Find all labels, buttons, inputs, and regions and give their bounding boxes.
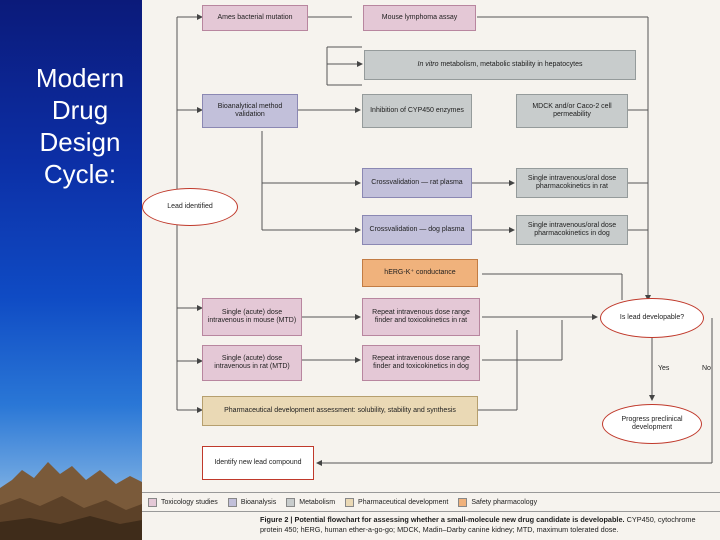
pk-rat-label: Single intravenous/oral dose pharmacokin… [527, 174, 617, 191]
color-legend: Toxicology studies Bioanalysis Metabolis… [142, 492, 720, 512]
pharm-dev-label: Pharmaceutical development assessment: s… [224, 406, 456, 414]
pharm-development-box: Pharmaceutical development assessment: s… [202, 396, 478, 426]
is-developable-label: Is lead developable? [619, 313, 685, 321]
pk-rat-box: Single intravenous/oral dose pharmacokin… [516, 168, 628, 198]
caption-text: CYP450, cytochrome protein 450; hERG, hu… [260, 515, 696, 534]
legend-item-metabolism: Metabolism [286, 497, 336, 507]
in-vitro-emphasis: In vitro [417, 60, 439, 68]
legend-swatch [148, 497, 157, 507]
lead-identified-label: Lead identified [167, 202, 213, 210]
mouse-lymphoma-label: Mouse lymphoma assay [381, 13, 458, 21]
bioanalytical-validation-box: Bioanalytical method validation [202, 94, 298, 128]
legend-label: Toxicology studies [161, 498, 218, 506]
mdck-permeability-box: MDCK and/or Caco-2 cell permeability [516, 94, 628, 128]
legend-item-safety: Safety pharmacology [458, 497, 538, 507]
slide-title-line: Design [39, 127, 121, 157]
identify-new-lead-box: Identify new lead compound [202, 446, 314, 480]
slide-title: Modern Drug Design Cycle: [0, 62, 142, 190]
caption-figure-label: Figure 2 | Potential flowchart for asses… [260, 515, 625, 524]
legend-label: Pharmaceutical development [358, 498, 449, 506]
repeat-dog-label: Repeat intravenous dose range finder and… [372, 354, 470, 371]
progress-preclinical-oval: Progress preclinical development [602, 404, 702, 444]
cyp450-label: Inhibition of CYP450 enzymes [370, 106, 464, 114]
legend-item-toxicology: Toxicology studies [148, 497, 218, 507]
slide-title-line: Drug [51, 95, 109, 125]
legend-label: Safety pharmacology [471, 498, 538, 506]
legend-swatch [286, 497, 296, 507]
legend-swatch [345, 497, 355, 507]
progress-label: Progress preclinical development [621, 415, 683, 432]
legend-label: Bioanalysis [240, 498, 277, 506]
pk-dog-box: Single intravenous/oral dose pharmacokin… [516, 215, 628, 245]
yes-label: Yes [658, 365, 670, 372]
is-developable-oval: Is lead developable? [600, 298, 704, 338]
herg-label: hERG-K⁺ conductance [384, 268, 456, 276]
cross-rat-label: Crossvalidation — rat plasma [371, 178, 463, 186]
legend-swatch [227, 497, 237, 507]
repeat-dose-rat-box: Repeat intravenous dose range finder and… [362, 298, 480, 336]
cyp450-inhibition-box: Inhibition of CYP450 enzymes [362, 94, 472, 128]
mdck-label: MDCK and/or Caco-2 cell permeability [532, 102, 612, 119]
mouse-lymphoma-box: Mouse lymphoma assay [363, 5, 476, 31]
crossvalidation-dog-box: Crossvalidation — dog plasma [362, 215, 472, 245]
no-label: No [702, 365, 711, 372]
ames-label: Ames bacterial mutation [217, 13, 293, 21]
legend-swatch [458, 497, 468, 507]
flowchart-figure: Ames bacterial mutation Mouse lymphoma a… [142, 0, 720, 540]
in-vitro-label: In vitro metabolism, metabolic stability… [418, 61, 583, 70]
figure-caption: Figure 2 | Potential flowchart for asses… [260, 515, 718, 534]
crossvalidation-rat-box: Crossvalidation — rat plasma [362, 168, 472, 198]
repeat-dose-dog-box: Repeat intravenous dose range finder and… [362, 345, 480, 381]
legend-item-bioanalysis: Bioanalysis [227, 497, 277, 507]
mtd-mouse-label: Single (acute) dose intravenous in mouse… [207, 308, 297, 325]
pk-dog-label: Single intravenous/oral dose pharmacokin… [527, 221, 617, 238]
legend-label: Metabolism [299, 498, 336, 506]
slide-title-line: Modern [35, 63, 125, 93]
identify-new-label: Identify new lead compound [214, 458, 302, 466]
slide-sidebar: Modern Drug Design Cycle: [0, 0, 142, 540]
legend-item-pharm-dev: Pharmaceutical development [345, 497, 449, 507]
mtd-mouse-box: Single (acute) dose intravenous in mouse… [202, 298, 302, 336]
mountain-landscape [0, 462, 142, 540]
herg-conductance-box: hERG-K⁺ conductance [362, 259, 478, 287]
mtd-rat-label: Single (acute) dose intravenous in rat (… [214, 354, 290, 371]
mtd-rat-box: Single (acute) dose intravenous in rat (… [202, 345, 302, 381]
ames-mutation-box: Ames bacterial mutation [202, 5, 308, 31]
in-vitro-rest: metabolism, metabolic stability in hepat… [438, 60, 583, 68]
lead-identified-oval: Lead identified [142, 188, 238, 226]
cross-dog-label: Crossvalidation — dog plasma [369, 225, 465, 233]
bioanalytical-label: Bioanalytical method validation [217, 102, 283, 119]
in-vitro-metabolism-box: In vitro metabolism, metabolic stability… [364, 50, 636, 80]
repeat-rat-label: Repeat intravenous dose range finder and… [372, 308, 470, 325]
slide-title-line: Cycle: [43, 159, 117, 189]
